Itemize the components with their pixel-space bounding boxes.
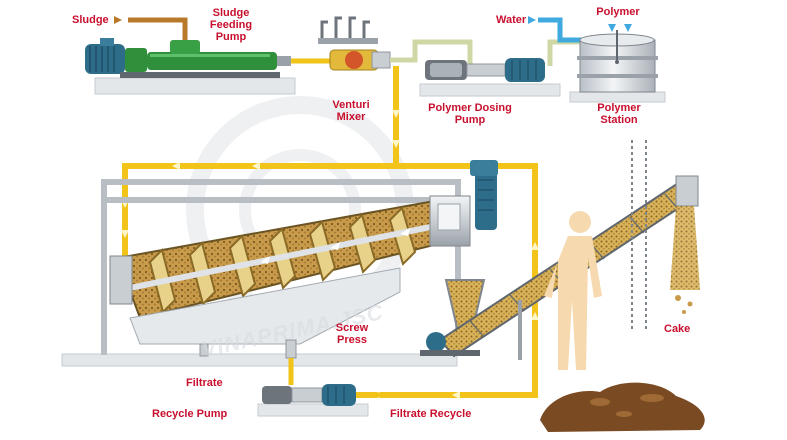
press-drive-motor: [470, 160, 498, 230]
label-filtrate: Filtrate: [186, 377, 223, 389]
polymer-station-tank: [577, 30, 658, 92]
base-pad-press: [62, 354, 457, 366]
label-filtrate-recycle: Filtrate Recycle: [390, 408, 471, 420]
polymer-arrow-icon: [608, 24, 616, 32]
label-sludge: Sludge: [72, 14, 109, 26]
falling-cake: [670, 206, 700, 314]
cake-pile: [540, 383, 705, 432]
base-pad-polymer-station: [570, 92, 665, 102]
recycle-pump: [262, 384, 356, 406]
label-recycle-pump: Recycle Pump: [152, 408, 227, 420]
base-pad-dosing-pump: [420, 84, 560, 96]
label-polymer-station: Polymer Station: [588, 102, 650, 126]
label-screw-press: Screw Press: [330, 322, 374, 346]
label-polymer: Polymer: [590, 6, 646, 18]
polymer-dosing-pump: [425, 58, 545, 82]
water-pipe: [538, 20, 590, 40]
label-water: Water: [496, 14, 526, 26]
label-polymer-dosing-pump: Polymer Dosing Pump: [428, 102, 512, 126]
polymer-line: [390, 42, 590, 66]
sludge-inlet-pipe: [128, 20, 185, 40]
label-sludge-feeding-pump: Sludge Feeding Pump: [200, 7, 262, 43]
sludge-feeding-pump: [85, 38, 291, 78]
label-venturi-mixer: Venturi Mixer: [328, 99, 374, 123]
base-pad-feed-pump: [95, 78, 295, 94]
operator-silhouette: [544, 211, 602, 370]
label-cake: Cake: [664, 323, 690, 335]
sludge-inlet-arrow-icon: [114, 16, 122, 24]
water-arrow-icon: [528, 16, 536, 24]
polymer-arrow-icon-2: [624, 24, 632, 32]
